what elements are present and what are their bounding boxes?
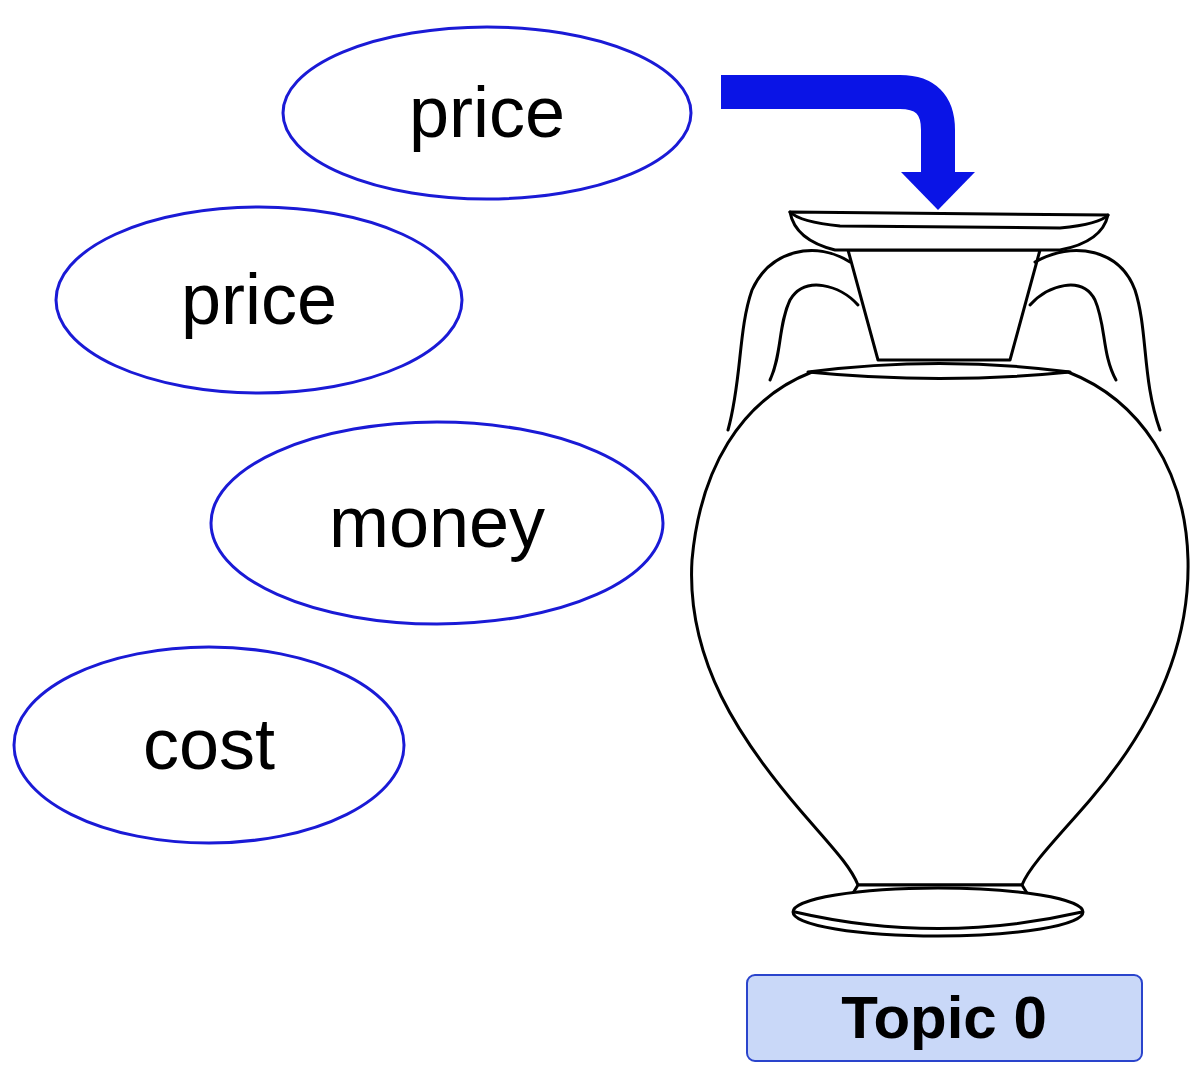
word-token: money [209, 420, 665, 626]
ellipse-shape [56, 207, 462, 393]
topic-name: Topic 0 [841, 985, 1047, 1051]
vase-body [692, 372, 1189, 885]
vase-foot [793, 888, 1083, 936]
word-text: cost [143, 705, 275, 784]
word-token: price [54, 205, 464, 395]
vase-shoulder [808, 364, 1070, 379]
ellipse-shape [211, 422, 663, 624]
vase-neck [848, 250, 1040, 360]
word-token: price [281, 25, 693, 201]
vase-lip-edge [790, 212, 1108, 228]
word-text: money [329, 483, 545, 562]
ellipse-shape [283, 27, 691, 199]
word-text: price [409, 73, 565, 152]
vase-lip [790, 212, 1108, 250]
ellipse-shape [14, 647, 404, 843]
vase-handle-inner [770, 285, 858, 380]
vase-handle-inner [1030, 285, 1116, 380]
word-token: cost [12, 645, 406, 845]
topic-label: Topic 0 [746, 974, 1143, 1062]
drop-arrowhead [901, 172, 975, 210]
vase-foot-edge [795, 912, 1082, 929]
word-text: price [181, 260, 337, 339]
vase-handle [1035, 251, 1160, 430]
drop-arrow [721, 92, 938, 176]
vase-handle [728, 251, 850, 430]
